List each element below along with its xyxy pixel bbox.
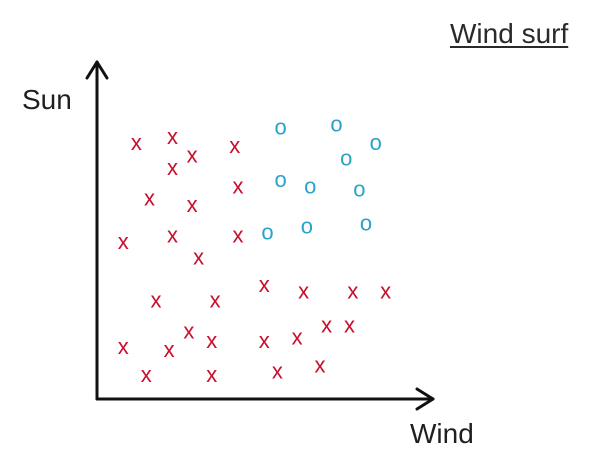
x-marker-point-9: x (167, 223, 178, 248)
x-marker-point-24: x (259, 328, 270, 353)
chart-title: Wind surf (450, 18, 569, 49)
x-marker-point-12: x (151, 288, 162, 313)
x-marker-point-11: x (233, 223, 244, 248)
o-marker-point-5: o (304, 173, 316, 198)
o-marker-point-0: o (275, 115, 287, 140)
x-marker-point-29: x (315, 353, 326, 378)
x-marker-point-25: x (272, 359, 283, 384)
x-marker-point-22: x (206, 328, 217, 353)
o-marker-point-7: o (360, 210, 372, 235)
o-marker-point-8: o (261, 220, 273, 245)
x-marker-point-15: x (298, 278, 309, 303)
x-marker-point-0: x (131, 130, 142, 155)
x-marker-point-17: x (380, 278, 391, 303)
x-marker-point-3: x (229, 133, 240, 158)
x-axis-arrowhead (415, 387, 435, 411)
axes (85, 60, 435, 411)
x-marker-point-5: x (144, 186, 155, 211)
x-marker-point-23: x (206, 362, 217, 387)
x-marker-point-26: x (292, 325, 303, 350)
x-marker-point-16: x (347, 278, 358, 303)
x-marker-point-1: x (167, 124, 178, 149)
y-axis-label: Sun (22, 84, 72, 115)
x-marker-point-6: x (187, 192, 198, 217)
x-marker-point-8: x (118, 229, 129, 254)
x-marker-point-7: x (233, 173, 244, 198)
x-marker-point-21: x (183, 319, 194, 344)
x-marker-point-13: x (210, 288, 221, 313)
x-marker-point-14: x (259, 272, 270, 297)
o-marker-point-2: o (370, 130, 382, 155)
o-marker-point-4: o (275, 167, 287, 192)
x-marker-point-19: x (141, 362, 152, 387)
y-axis-arrowhead (85, 60, 109, 80)
x-axis-label: Wind (410, 418, 474, 449)
x-marker-point-2: x (187, 142, 198, 167)
o-marker-point-9: o (301, 213, 313, 238)
x-marker-point-20: x (164, 337, 175, 362)
o-marker-point-1: o (330, 111, 342, 136)
o-marker-point-6: o (353, 176, 365, 201)
x-marker-point-10: x (193, 244, 204, 269)
x-marker-point-28: x (344, 312, 355, 337)
x-marker-point-4: x (167, 155, 178, 180)
o-marker-point-3: o (340, 145, 352, 170)
x-marker-point-27: x (321, 312, 332, 337)
x-marker-point-18: x (118, 334, 129, 359)
